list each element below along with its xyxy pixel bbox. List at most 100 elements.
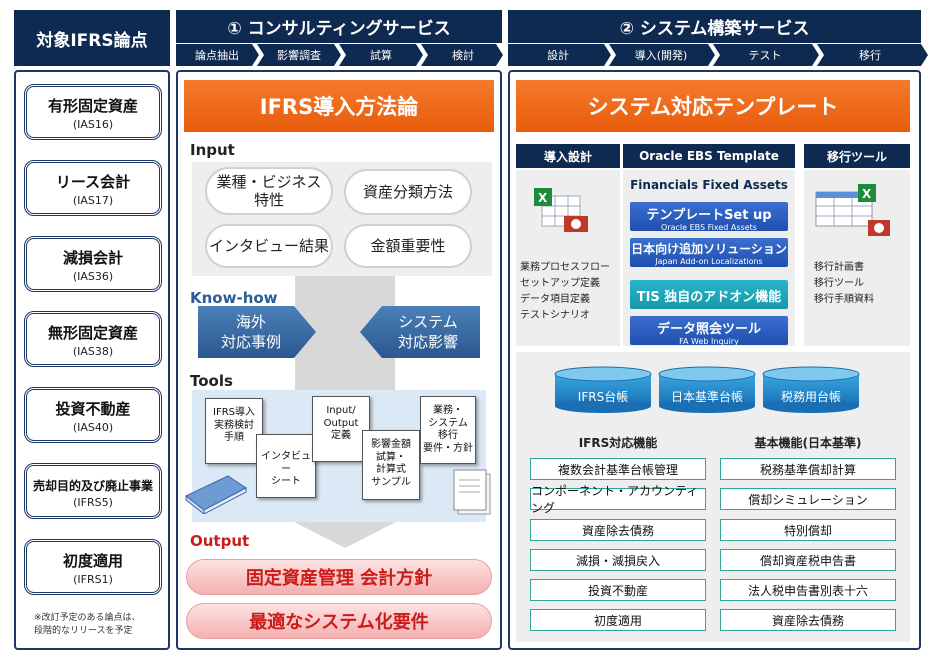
ledger-label: 日本基準台帳 (670, 390, 743, 404)
col-header: Oracle EBS Template (623, 144, 795, 168)
method-title: IFRS導入方法論 (184, 80, 494, 132)
topic-card: 無形固定資産 (IAS38) (24, 311, 162, 367)
template-button: 日本向け追加ソリューション Japan Add-on Localizations (630, 238, 788, 267)
knowhow-right-arrow (198, 306, 316, 358)
basic-func-item: 資産除去債務 (720, 609, 896, 631)
col1-item: テストシナリオ (520, 310, 590, 321)
ifrs-func-item: 減損・減損戻入 (530, 549, 706, 571)
topic-card: 減損会計 (IAS36) (24, 236, 162, 292)
topic-card: 売却目的及び廃止事業 (IFRS5) (24, 463, 162, 519)
template-button: テンプレートSet up Oracle EBS Fixed Assets (630, 202, 788, 232)
ifrs-func-item: 複数会計基準台帳管理 (530, 458, 706, 480)
topic-title: リース会計 (55, 173, 131, 191)
col1-item: データ項目定義 (520, 294, 590, 305)
system-step: 導入(開発) (634, 49, 688, 62)
template-button-sub: Japan Add-on Localizations (655, 257, 763, 266)
topic-code: (IAS38) (72, 345, 114, 358)
basic-func-item: 税務基準償却計算 (720, 458, 896, 480)
consulting-step: 論点抽出 (195, 49, 239, 62)
topics-panel (14, 70, 170, 650)
database-icon (762, 366, 860, 413)
consulting-title: ① コンサルティングサービス (176, 10, 502, 43)
template-button: データ照会ツール FA Web Inquiry (630, 316, 788, 346)
consulting-step: 影響調査 (277, 49, 321, 62)
topic-code: (IAS16) (72, 118, 114, 131)
knowhow-item: 海外 対応事例 (220, 313, 281, 351)
col2-subtitle: Financials Fixed Assets (630, 178, 788, 192)
svg-text:X: X (538, 191, 548, 205)
input-item: 資産分類方法 (344, 169, 472, 215)
col-header: 導入設計 (516, 144, 620, 168)
input-item: 業種・ビジネス 特性 (205, 167, 333, 215)
ifrs-func-title: IFRS対応機能 (578, 436, 658, 450)
topic-title: 投資不動産 (55, 400, 131, 418)
spreadsheet-icon: X (534, 188, 588, 232)
tools-label: Tools (190, 372, 233, 390)
topic-card: 有形固定資産 (IAS16) (24, 84, 162, 140)
topic-title: 初度適用 (62, 552, 123, 570)
basic-func-title: 基本機能(日本基準) (754, 436, 862, 450)
consulting-step: 試算 (370, 49, 392, 62)
tool-doc: 業務・ システム 移行 要件・方針 (420, 396, 476, 464)
output-item: 固定資産管理 会計方針 (186, 559, 492, 595)
ifrs-func-item: 初度適用 (530, 609, 706, 631)
consulting-panel (176, 70, 502, 650)
svg-text:X: X (862, 187, 872, 201)
col3-item: 移行計画書 (814, 262, 864, 273)
template-button-main: データ照会ツール (656, 322, 761, 337)
col1-list: 業務プロセスフロー セットアップ定義 データ項目定義 テストシナリオ (520, 260, 610, 324)
system-step: 設計 (547, 49, 569, 62)
topic-code: (IFRS1) (73, 573, 113, 586)
basic-func-item: 特別償却 (720, 519, 896, 541)
input-item: 金額重要性 (344, 224, 472, 268)
system-title: ② システム構築サービス (508, 10, 921, 43)
topic-title: 売却目的及び廃止事業 (32, 479, 153, 493)
book-icon (185, 475, 247, 514)
ledger-label: IFRS台帳 (577, 390, 629, 404)
template-button-sub: FA Web Inquiry (679, 337, 739, 346)
tool-doc: IFRS導入 実務検討 手順 (205, 398, 263, 464)
col3-list: 移行計画書 移行ツール 移行手順資料 (814, 260, 874, 308)
ifrs-func-item: 資産除去債務 (530, 519, 706, 541)
paper-stack-icon (453, 469, 491, 515)
ifrs-func-item: 投資不動産 (530, 579, 706, 601)
knowhow-left-arrow (360, 306, 480, 358)
topic-code: (IAS17) (72, 194, 114, 207)
basic-func-item: 償却資産税申告書 (720, 549, 896, 571)
template-button: TIS 独自のアドオン機能 (630, 280, 788, 309)
topic-title: 無形固定資産 (47, 324, 138, 342)
topic-card: 投資不動産 (IAS40) (24, 387, 162, 443)
col1-item: 業務プロセスフロー (520, 262, 610, 273)
col-header: 移行ツール (804, 144, 910, 168)
knowhow-label: Know-how (190, 289, 278, 307)
topic-code: (IAS40) (72, 421, 114, 434)
database-icon (658, 366, 756, 413)
basic-func-item: 償却シミュレーション (720, 488, 896, 510)
col3-item: 移行手順資料 (814, 294, 874, 305)
template-button-main: テンプレートSet up (646, 208, 772, 223)
output-label: Output (190, 532, 250, 550)
tool-doc: Input/ Output 定義 (312, 396, 370, 462)
template-button-sub: Oracle EBS Fixed Assets (661, 223, 757, 232)
topic-card: リース会計 (IAS17) (24, 160, 162, 216)
topic-title: 減損会計 (62, 249, 123, 267)
output-item: 最適なシステム化要件 (186, 603, 492, 639)
topic-title: 有形固定資産 (47, 97, 138, 115)
tool-doc: インタビュー シート (256, 434, 316, 498)
consulting-step: 検討 (452, 49, 474, 62)
topic-code: (IAS36) (72, 270, 114, 283)
input-item: インタビュー結果 (205, 224, 333, 268)
template-title: システム対応テンプレート (516, 80, 910, 132)
database-icon (554, 366, 652, 413)
system-steps-arrow (508, 44, 928, 66)
ifrs-func-item: コンポーネント・アカウンティング (530, 484, 706, 515)
topic-card: 初度適用 (IFRS1) (24, 539, 162, 595)
col3-item: 移行ツール (814, 278, 864, 289)
footnote: ※改訂予定のある論点は、 段階的なリリースを予定 (34, 613, 141, 636)
consulting-steps-arrow (176, 44, 503, 66)
template-button-main: 日本向け追加ソリューション (631, 242, 787, 256)
system-panel (508, 70, 921, 650)
col1-item: セットアップ定義 (520, 278, 600, 289)
knowhow-item: システム 対応影響 (397, 313, 458, 351)
basic-func-item: 法人税申告書別表十六 (720, 579, 896, 601)
